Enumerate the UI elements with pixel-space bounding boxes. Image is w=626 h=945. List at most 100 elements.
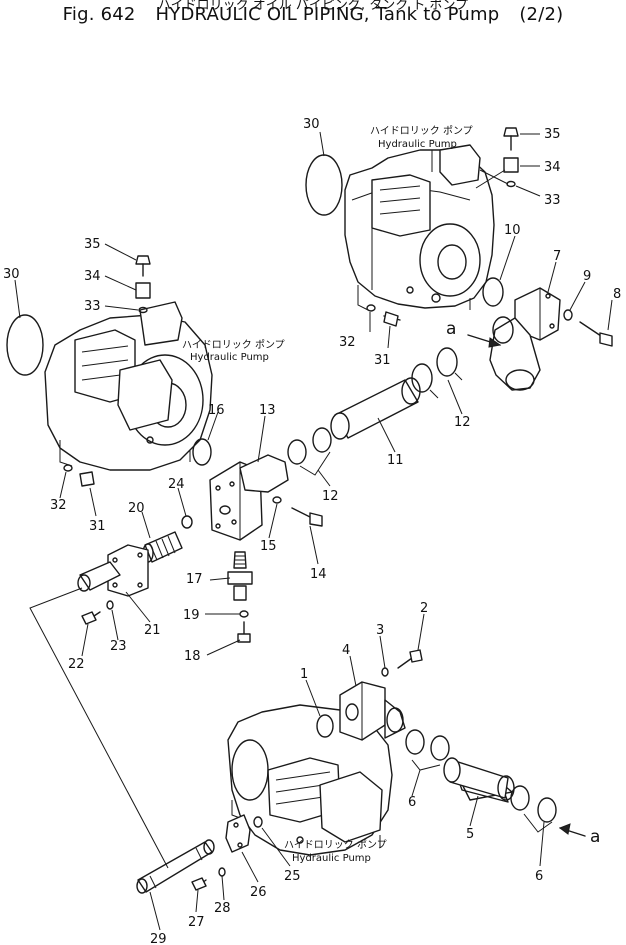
callout-31-upper: 31	[374, 353, 391, 368]
callout-33-left: 33	[84, 299, 101, 314]
callout-28: 28	[214, 901, 231, 916]
o-ring-24	[181, 515, 193, 529]
hydraulic-pump-lower: ハイドロリック ポンプ Hydraulic Pump	[227, 704, 393, 864]
o-ring-10	[482, 277, 504, 307]
page-fraction: (2/2)	[519, 4, 564, 25]
leader-lines	[14, 131, 613, 931]
bolt-8	[579, 321, 613, 347]
pump-label-en-1: Hydraulic Pump	[378, 139, 457, 150]
callout-3: 3	[376, 623, 384, 638]
block-4	[339, 681, 406, 741]
callout-24: 24	[168, 477, 185, 492]
bolt-2	[397, 649, 423, 669]
callout-14: 14	[310, 567, 327, 582]
pump-label-en-2: Hydraulic Pump	[190, 352, 269, 363]
pump-label-en-3: Hydraulic Pump	[292, 853, 371, 864]
callout-22: 22	[68, 657, 85, 672]
callout-1: 1	[300, 667, 308, 682]
o-ring-1	[316, 714, 334, 738]
pump-label-jp-2: ハイドロリック ポンプ	[182, 339, 285, 351]
bolt-31-upper	[366, 304, 401, 327]
callout-20: 20	[128, 501, 145, 516]
washer-3	[381, 667, 389, 677]
bolt-stack-left	[135, 255, 151, 314]
bolt-31-left	[63, 464, 95, 487]
o-ring-30-left	[6, 314, 44, 376]
washer-19	[239, 610, 249, 618]
washer-28	[218, 867, 226, 877]
callout-13: 13	[259, 403, 276, 418]
manifold-block-13	[209, 454, 289, 541]
pump-label-jp-1: ハイドロリック ポンプ	[370, 125, 473, 137]
bolt-18	[237, 621, 251, 643]
callout-12-lower: 12	[322, 489, 339, 504]
o-ring-30-upper	[305, 154, 343, 216]
callout-6-lower: 6	[535, 869, 543, 884]
bolt-27	[191, 877, 207, 891]
hose-clamp-12-lower	[287, 427, 332, 476]
callout-26: 26	[250, 885, 267, 900]
elbow-fitting-7	[489, 287, 561, 391]
callout-19: 19	[183, 608, 200, 623]
figure-caption: HYDRAULIC OIL PIPING, Tank to Pump	[155, 4, 500, 25]
part-callouts: 30 35 34 33 10 7 9 8 32 31 12 11 12 30 3…	[3, 117, 621, 945]
callout-21: 21	[144, 623, 161, 638]
bolt-stack-upper	[475, 127, 519, 189]
callout-34-upper: 34	[544, 160, 561, 175]
callout-2: 2	[420, 601, 428, 616]
flange-26	[225, 814, 251, 853]
washer-23	[106, 600, 114, 610]
callout-8: 8	[613, 287, 621, 302]
callout-33-upper: 33	[544, 193, 561, 208]
callout-7: 7	[553, 249, 561, 264]
callout-23: 23	[110, 639, 127, 654]
figure-title: Fig. 642 HYDRAULIC OIL PIPING, Tank to Pu…	[0, 4, 626, 25]
callout-25: 25	[284, 869, 301, 884]
view-ref-a-2: a	[590, 827, 600, 847]
washer-9	[563, 309, 573, 321]
o-ring-16	[192, 438, 212, 466]
bolt-22	[81, 611, 101, 625]
hose-11	[330, 377, 421, 440]
callout-31-left: 31	[89, 519, 106, 534]
hose-clamp-6-upper	[405, 729, 450, 771]
callout-32-left: 32	[50, 498, 67, 513]
hydraulic-pump-upper-right: ハイドロリック ポンプ Hydraulic Pump	[344, 125, 495, 311]
strainer-20	[142, 531, 183, 563]
o-ring-25	[253, 816, 263, 828]
callout-34-left: 34	[84, 269, 101, 284]
connector-17	[227, 551, 253, 601]
callout-35-upper: 35	[544, 127, 561, 142]
callout-30-upper: 30	[303, 117, 320, 132]
hose-clamp-6-lower	[510, 785, 557, 833]
callout-30-left: 30	[3, 267, 20, 282]
callout-29: 29	[150, 932, 167, 945]
callout-16: 16	[208, 403, 225, 418]
callout-18: 18	[184, 649, 201, 664]
callout-11: 11	[387, 453, 404, 468]
callout-27: 27	[188, 915, 205, 930]
figure-number: Fig. 642	[62, 4, 136, 25]
callout-9: 9	[583, 269, 591, 284]
bolt-14	[291, 507, 323, 527]
pump-label-jp-3: ハイドロリック ポンプ	[284, 839, 387, 851]
callout-4: 4	[342, 643, 350, 658]
washer-15	[272, 496, 282, 504]
view-arrow-a-upper: a	[446, 319, 502, 348]
view-ref-a-1: a	[446, 319, 456, 339]
callout-5: 5	[466, 827, 474, 842]
flange-21	[77, 544, 149, 597]
connection-line-21-29	[29, 587, 169, 869]
callout-17: 17	[186, 572, 203, 587]
view-arrow-a-lower: a	[558, 823, 600, 847]
hose-5	[443, 757, 515, 803]
tube-29	[136, 839, 215, 894]
callout-6-upper: 6	[408, 795, 416, 810]
callout-32-upper: 32	[339, 335, 356, 350]
hydraulic-pump-left: ハイドロリック ポンプ Hydraulic Pump	[44, 301, 285, 471]
callout-35-left: 35	[84, 237, 101, 252]
japanese-title: ハイドロリック オイル パイピング, タンク ト ポンプ	[157, 0, 469, 13]
callout-10: 10	[504, 223, 521, 238]
